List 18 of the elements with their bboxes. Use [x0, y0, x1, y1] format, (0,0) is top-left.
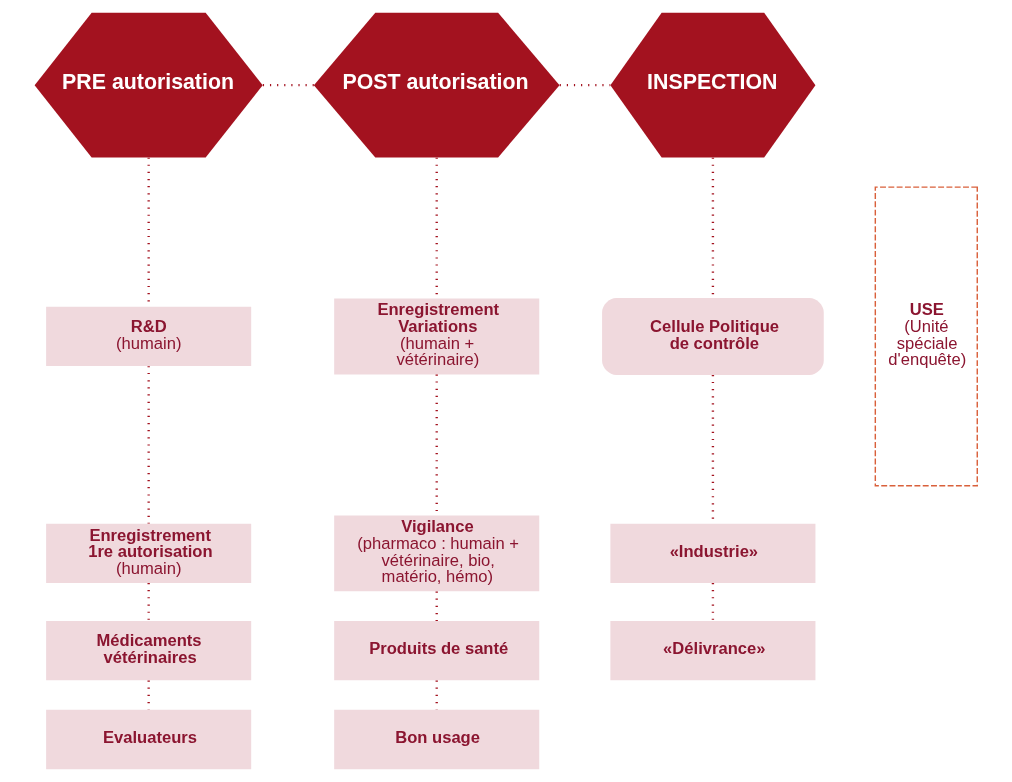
node-box: «Industrie» — [610, 523, 816, 584]
connector — [147, 583, 150, 621]
connector — [435, 591, 438, 621]
node-box: «Délivrance» — [610, 620, 816, 681]
node-box: Produits de santé — [334, 620, 540, 681]
node-box: Enregistrement 1re autorisation (humain) — [46, 523, 252, 584]
connector — [147, 366, 150, 524]
node-box: Médicaments vétérinaires — [46, 620, 252, 681]
node-box: Bon usage — [334, 709, 540, 770]
connector — [711, 583, 715, 621]
node-box: Enregistrement Variations (humain + vétérinaire) — [334, 298, 540, 375]
node-box: R&D (humain) — [46, 306, 252, 367]
connector — [559, 84, 611, 87]
connector — [262, 84, 314, 87]
node-box: USE (Unité spéciale d'enquête) — [874, 186, 978, 487]
node-box: Cellule Politique de contrôle — [602, 297, 824, 375]
node-box: Evaluateurs — [46, 709, 252, 770]
node-box: Vigilance (pharmaco : humain + vétérinaire, bio, matério, hémo) — [334, 515, 540, 592]
